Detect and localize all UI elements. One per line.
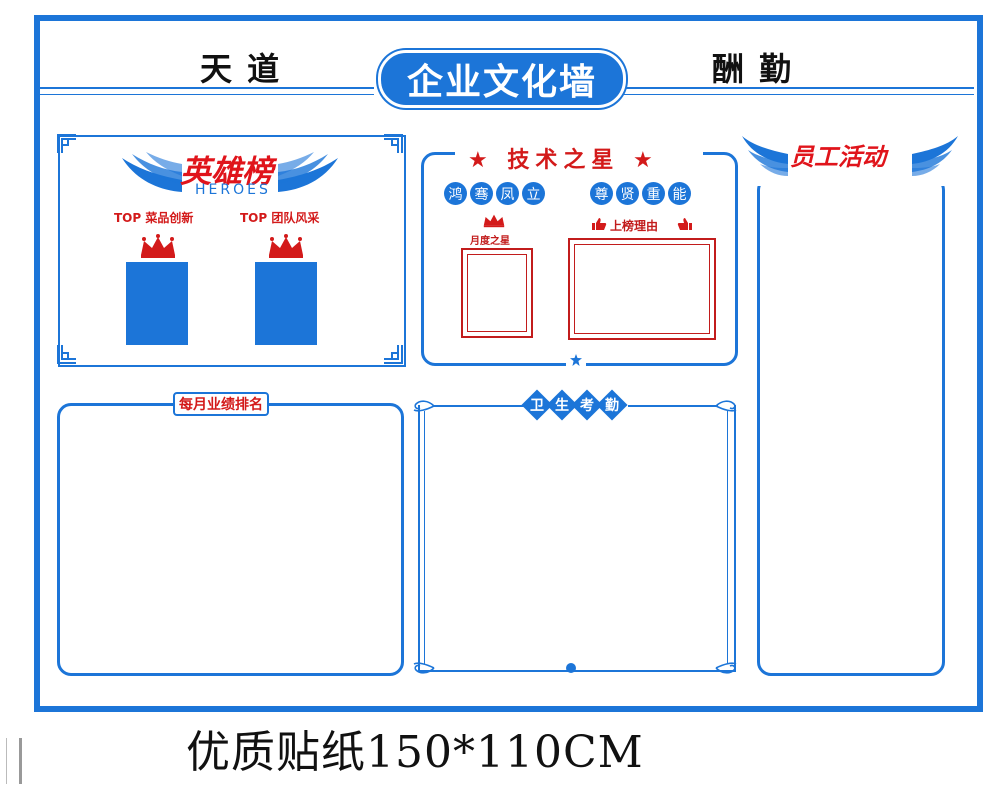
corner-ornament-icon (384, 134, 403, 153)
heroes-column-label: TOP 菜品创新 (114, 211, 194, 225)
hygiene-top-line-left (434, 405, 524, 407)
title-diamond: 考 (571, 389, 603, 421)
title-diamond: 勤 (596, 389, 628, 421)
hygiene-panel (418, 405, 736, 672)
reason-label: 上榜理由 (610, 219, 659, 233)
motto-left: 天 道 (200, 50, 282, 88)
corner-flourish-icon (413, 662, 435, 674)
header-line-top-right (624, 87, 974, 89)
hygiene-panel-inner (424, 411, 728, 664)
slogan-char: 重 (642, 182, 665, 205)
crown-icon (269, 234, 303, 258)
hygiene-top-line-right (628, 405, 718, 407)
heroes-panel (58, 135, 406, 367)
corner-flourish-icon (413, 400, 435, 412)
thumbs-up-icon (677, 218, 692, 230)
hygiene-title: 卫 生 考 勤 (521, 389, 628, 421)
title-char: 卫 (530, 398, 544, 414)
slogan-right: 尊 贤 重 能 (590, 182, 691, 205)
title-diamond: 卫 (521, 389, 553, 421)
thumbs-up-icon (592, 218, 607, 230)
slogan-char: 立 (522, 182, 545, 205)
left-wing-icon (122, 152, 182, 192)
slogan-char: 尊 (590, 182, 613, 205)
monthly-star-photo-frame (461, 248, 533, 338)
header-line-bottom-right (624, 94, 974, 95)
left-wing-icon (742, 136, 788, 176)
slogan-char: 骞 (470, 182, 493, 205)
edge-mark (6, 738, 22, 784)
slogan-left: 鸿 骞 凤 立 (444, 182, 545, 205)
hygiene-bottom-dot (566, 663, 576, 673)
activity-panel (757, 176, 945, 676)
monthly-star-label: 月度之星 (470, 236, 510, 247)
crown-icon (141, 234, 175, 258)
slogan-char: 贤 (616, 182, 639, 205)
corner-ornament-icon (384, 345, 403, 364)
header-line-top-left (40, 87, 374, 89)
page-title: 企业文化墙 (378, 50, 626, 108)
size-caption: 优质贴纸150*110CM (186, 727, 644, 778)
slogan-char: 能 (668, 182, 691, 205)
reason-frame (568, 238, 716, 340)
corner-flourish-icon (715, 662, 737, 674)
hero-photo-slot (255, 262, 317, 345)
title-diamond: 生 (546, 389, 578, 421)
corner-flourish-icon (715, 400, 737, 412)
star-icon (570, 354, 582, 366)
title-char: 生 (555, 398, 569, 414)
corner-ornament-icon (57, 345, 76, 364)
motto-right: 酬 勤 (712, 50, 794, 88)
tech-star-title: ★ 技术之星 ★ (468, 148, 659, 173)
heroes-column-label: TOP 团队风采 (240, 211, 320, 225)
right-wing-icon (912, 136, 958, 176)
heroes-title: 英雄榜 (180, 154, 273, 190)
right-wing-icon (278, 152, 338, 192)
ranking-panel (57, 403, 404, 676)
title-char: 勤 (605, 398, 619, 414)
header-line-bottom-left (40, 94, 374, 95)
corner-ornament-icon (57, 134, 76, 153)
heroes-subtitle: HEROES (195, 182, 271, 198)
crown-icon (483, 214, 505, 228)
tech-star-title-bg (455, 140, 703, 168)
slogan-char: 凤 (496, 182, 519, 205)
ranking-title: 每月业绩排名 (173, 392, 269, 416)
activity-title: 员工活动 (790, 142, 886, 171)
slogan-char: 鸿 (444, 182, 467, 205)
hero-photo-slot (126, 262, 188, 345)
title-char: 考 (580, 398, 594, 414)
